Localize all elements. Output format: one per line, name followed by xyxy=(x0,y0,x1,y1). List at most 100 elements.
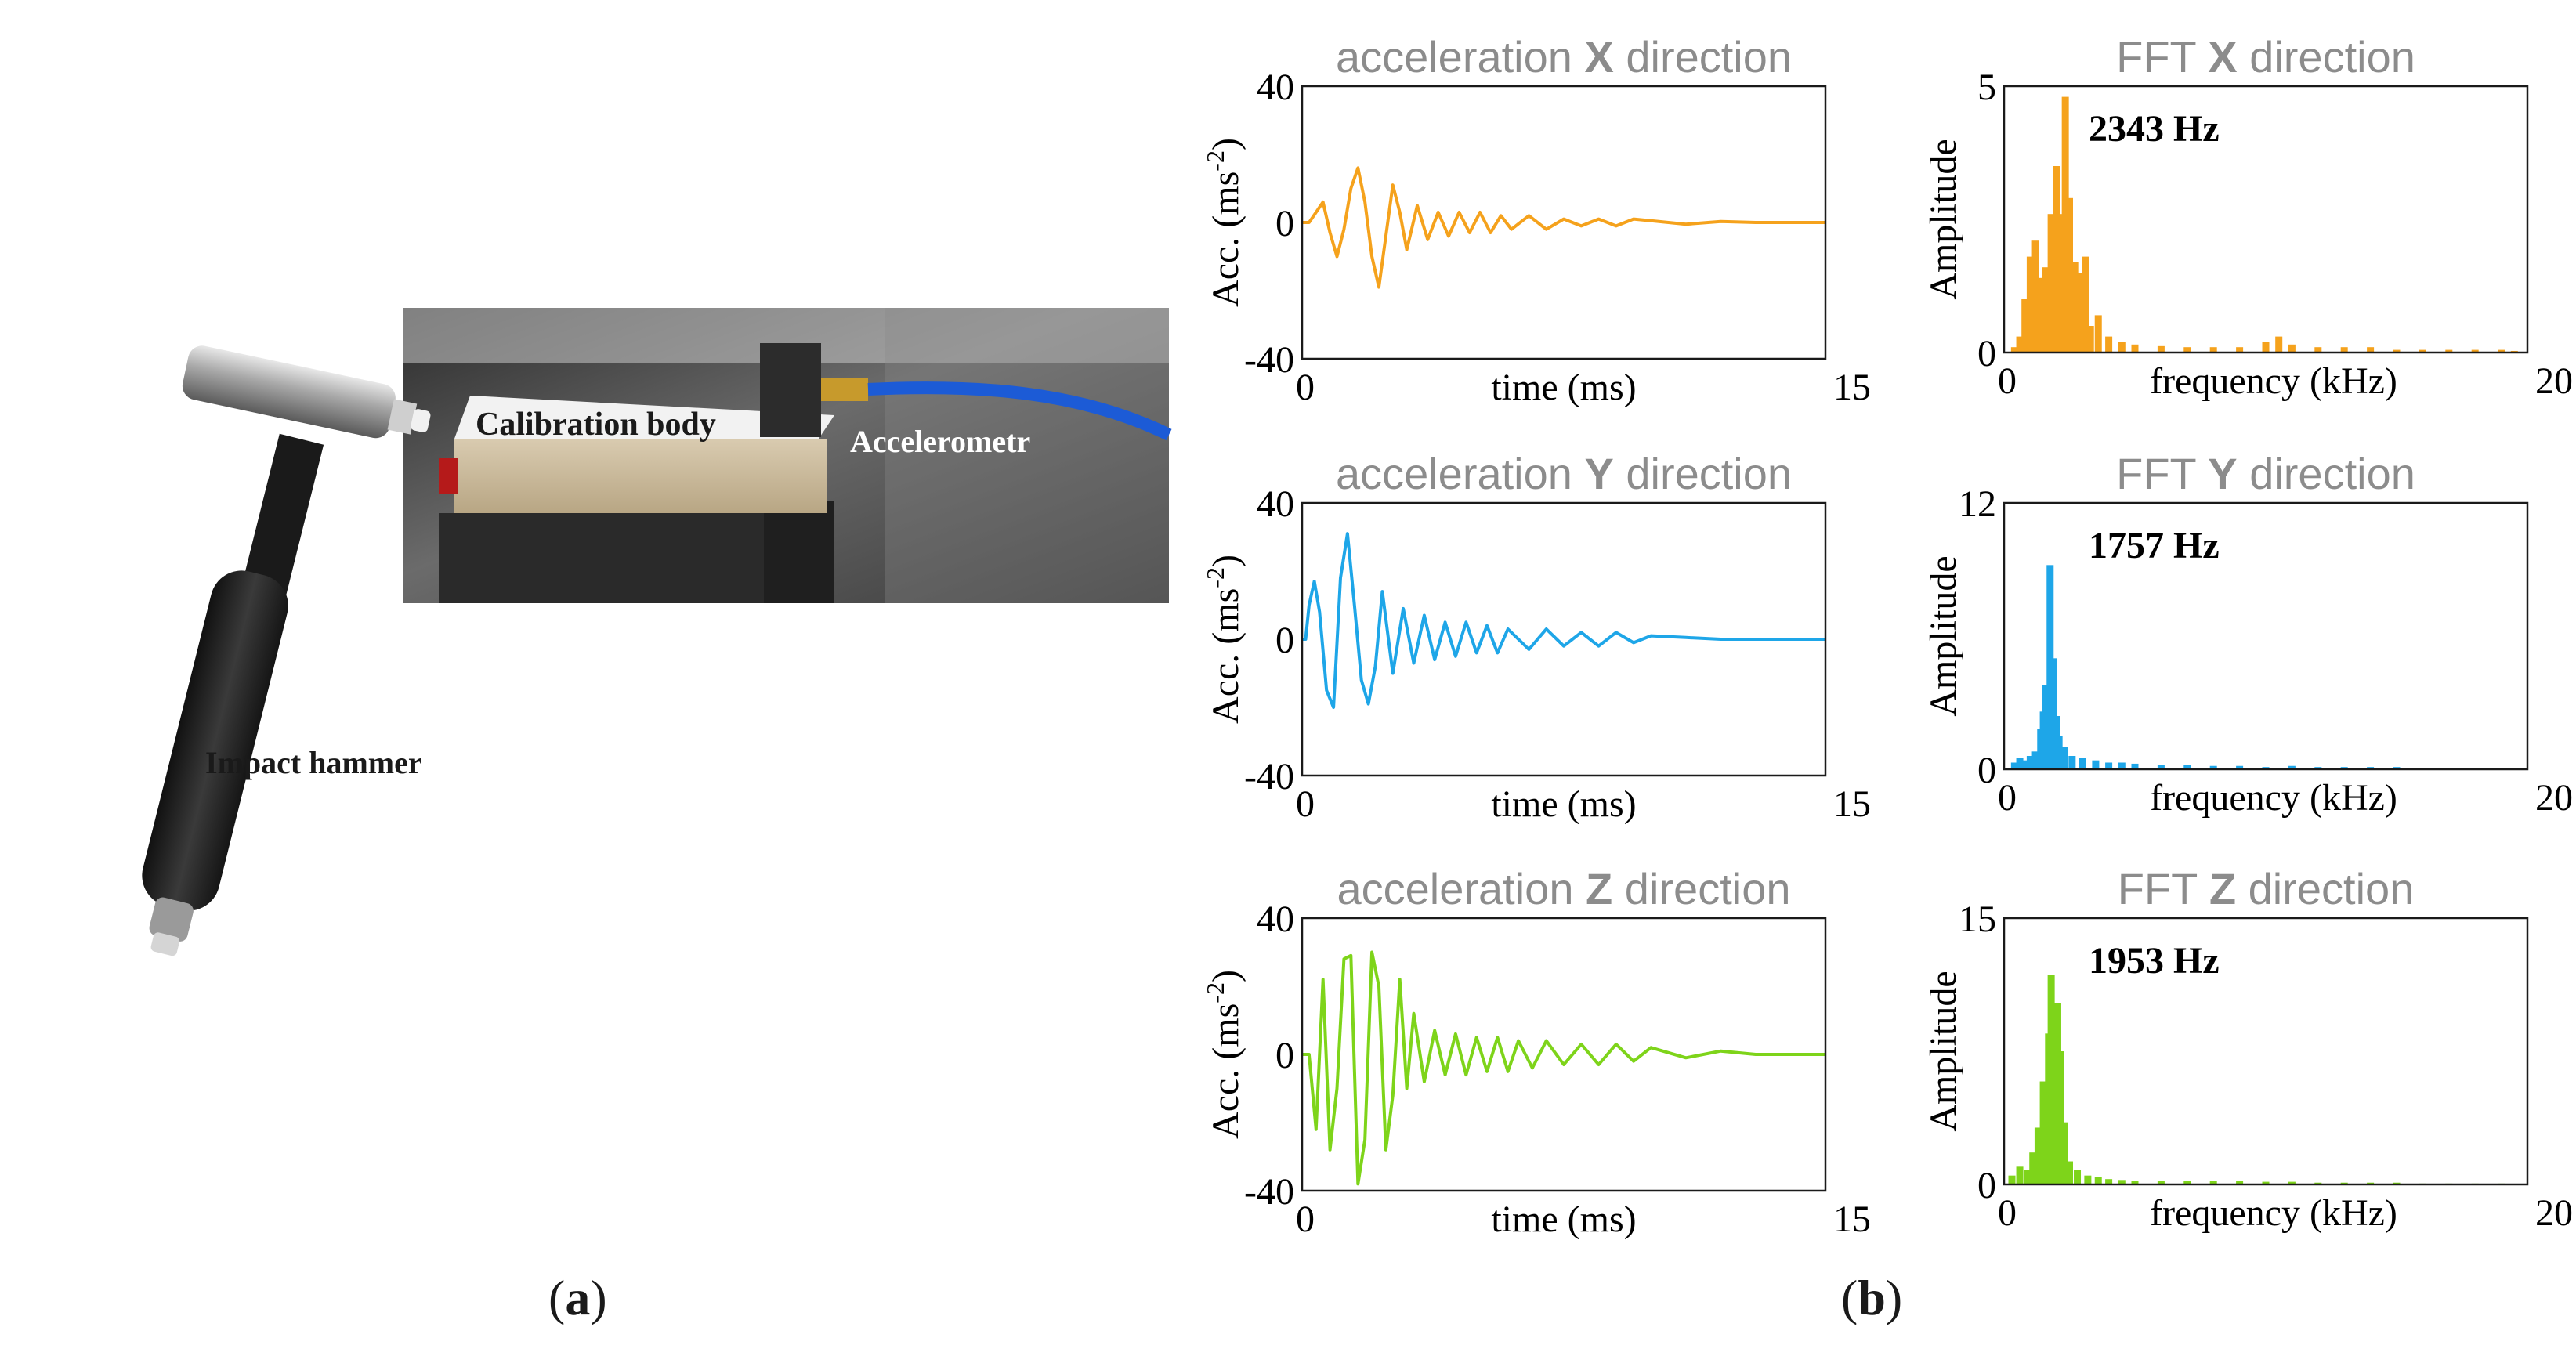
fft_z-bar xyxy=(2084,1175,2092,1184)
acc_x-ytick-label: 40 xyxy=(1257,67,1294,108)
fft_x-bar xyxy=(2262,342,2270,353)
acc_y-plot-frame xyxy=(1301,501,1827,777)
accelerometer-sensor xyxy=(760,343,821,437)
fft_y-bar xyxy=(2105,762,2113,769)
vise-base xyxy=(439,513,768,603)
fft_z-bar xyxy=(2060,1122,2068,1184)
fft_y-bar xyxy=(2288,765,2296,769)
fft_z-bar xyxy=(2008,1175,2016,1184)
fft_z-bar xyxy=(2047,975,2055,1184)
fft_z-bar xyxy=(2074,1170,2082,1184)
fft_x-bar xyxy=(2016,336,2024,353)
fft_x-bar xyxy=(2061,96,2069,353)
fft_x-bar xyxy=(2367,347,2375,353)
panel-label-a: (a) xyxy=(548,1270,607,1325)
sensor-cable xyxy=(867,381,1172,441)
fft_y-bar xyxy=(2079,758,2086,769)
acc_y-ytick-label: 40 xyxy=(1257,483,1294,525)
acc_x-title: acceleration X direction xyxy=(1336,32,1792,81)
fft_x-bar xyxy=(2275,336,2283,353)
calibration-body-label: Calibration body xyxy=(476,407,716,443)
acc_z-xlabel: time (ms) xyxy=(1491,1199,1636,1240)
acc_y-ytick-label: 0 xyxy=(1275,620,1294,661)
fft_y-bar xyxy=(2050,658,2057,769)
fft_y-bar xyxy=(2367,767,2375,769)
fft_x-bar xyxy=(2082,256,2089,353)
calibration-block-top xyxy=(454,396,834,439)
fft_y-bar xyxy=(2393,767,2401,769)
acc_x-plot-frame xyxy=(1301,85,1827,360)
fft_z-bar xyxy=(2288,1181,2296,1184)
acc_y-xlabel: time (ms) xyxy=(1491,783,1636,825)
hammer-head xyxy=(182,345,396,439)
acc_x-ytick-label: 0 xyxy=(1275,203,1294,244)
fft_x-bar xyxy=(2071,262,2079,353)
calibration-block xyxy=(454,439,827,513)
acc_z-ytick-label: -40 xyxy=(1244,1171,1294,1213)
acc_x-ylabel: Acc. (ms-2) xyxy=(1201,138,1246,307)
fft_y-bar xyxy=(2183,765,2191,769)
fft_x-xtick-label: 0 xyxy=(1998,360,2017,402)
fft_y-plot-frame xyxy=(2003,501,2529,771)
fft_x-bar xyxy=(2066,197,2073,353)
fft_x-ytick-label: 5 xyxy=(1977,67,1996,108)
panel-label-b: (b) xyxy=(1841,1270,1903,1325)
fft_x-bar xyxy=(2042,267,2050,353)
fft_x-xlabel: frequency (kHz) xyxy=(2150,360,2397,402)
fft_z-bar xyxy=(2034,1127,2042,1184)
fft_z-bar xyxy=(2118,1180,2126,1184)
fft_y-xlabel: frequency (kHz) xyxy=(2150,777,2397,819)
fft_z-bar xyxy=(2094,1177,2102,1184)
fft_y-bar xyxy=(2262,767,2270,769)
acc_y-series-line xyxy=(1302,532,1825,709)
fft_x-ylabel: Amplitude xyxy=(1923,139,1964,299)
fft_z-bar xyxy=(2183,1181,2191,1184)
fft_x-bar xyxy=(2086,326,2094,353)
fft_y-xtick-label: 20 xyxy=(2535,777,2573,819)
fft_x-bar xyxy=(2131,344,2139,353)
acc_x-series-line xyxy=(1302,166,1825,289)
fft_x-bar xyxy=(2053,166,2060,353)
fft_x-bar xyxy=(2010,347,2018,353)
fft_x-peak-annotation: 2343 Hz xyxy=(2089,108,2220,150)
fft_x-bar xyxy=(2157,345,2165,353)
fft_x-bar xyxy=(2445,349,2453,353)
fft_y-bar xyxy=(2314,767,2322,769)
fft_z-xlabel: frequency (kHz) xyxy=(2150,1192,2397,1234)
fft_z-ytick-label: 15 xyxy=(1959,899,1996,940)
fft_y-bar xyxy=(2118,762,2126,769)
fft_z-xtick-label: 0 xyxy=(1998,1192,2017,1234)
acc_z-series-line xyxy=(1302,950,1825,1186)
fft_y-bar xyxy=(2060,747,2068,769)
fft_y-title: FFT Y direction xyxy=(2116,449,2415,498)
fft_x-bar xyxy=(2209,347,2217,353)
fft_y-ylabel: Amplitude xyxy=(1923,555,1964,716)
fft_z-bar xyxy=(2057,1051,2064,1184)
acc_z-plot-frame xyxy=(1301,917,1827,1192)
acc_x-xtick-label: 0 xyxy=(1296,367,1315,408)
fft_x-bar xyxy=(2118,342,2126,353)
acc_z-ylabel: Acc. (ms-2) xyxy=(1201,970,1246,1139)
fft_y-bar xyxy=(2016,758,2024,769)
fft_z-xtick-label: 20 xyxy=(2535,1192,2573,1234)
acc_z-xtick-label: 0 xyxy=(1296,1199,1315,1240)
fft_z-bar xyxy=(2024,1170,2031,1184)
fft_z-bar xyxy=(2039,1081,2047,1184)
fft_y-bar xyxy=(2131,763,2139,769)
acc_x-ytick-label: -40 xyxy=(1244,339,1294,381)
fft_z-bar xyxy=(2236,1181,2244,1184)
acc_z-ytick-label: 0 xyxy=(1275,1035,1294,1076)
fft_y-ytick-label: 0 xyxy=(1977,750,1996,791)
fft_x-bar xyxy=(2314,347,2322,353)
fft_y-bar xyxy=(2236,765,2244,769)
hammer-grip xyxy=(142,570,288,911)
fft_y-peak-annotation: 1757 Hz xyxy=(2089,525,2220,566)
fft_y-bar xyxy=(2068,756,2076,769)
fft_x-bar xyxy=(2340,347,2348,353)
fft_y-bar xyxy=(2021,760,2029,769)
fft_z-bar xyxy=(2016,1166,2024,1184)
fft_x-xtick-label: 20 xyxy=(2535,360,2573,402)
fft_z-bar xyxy=(2105,1179,2113,1184)
fft_x-bar xyxy=(2236,347,2244,353)
